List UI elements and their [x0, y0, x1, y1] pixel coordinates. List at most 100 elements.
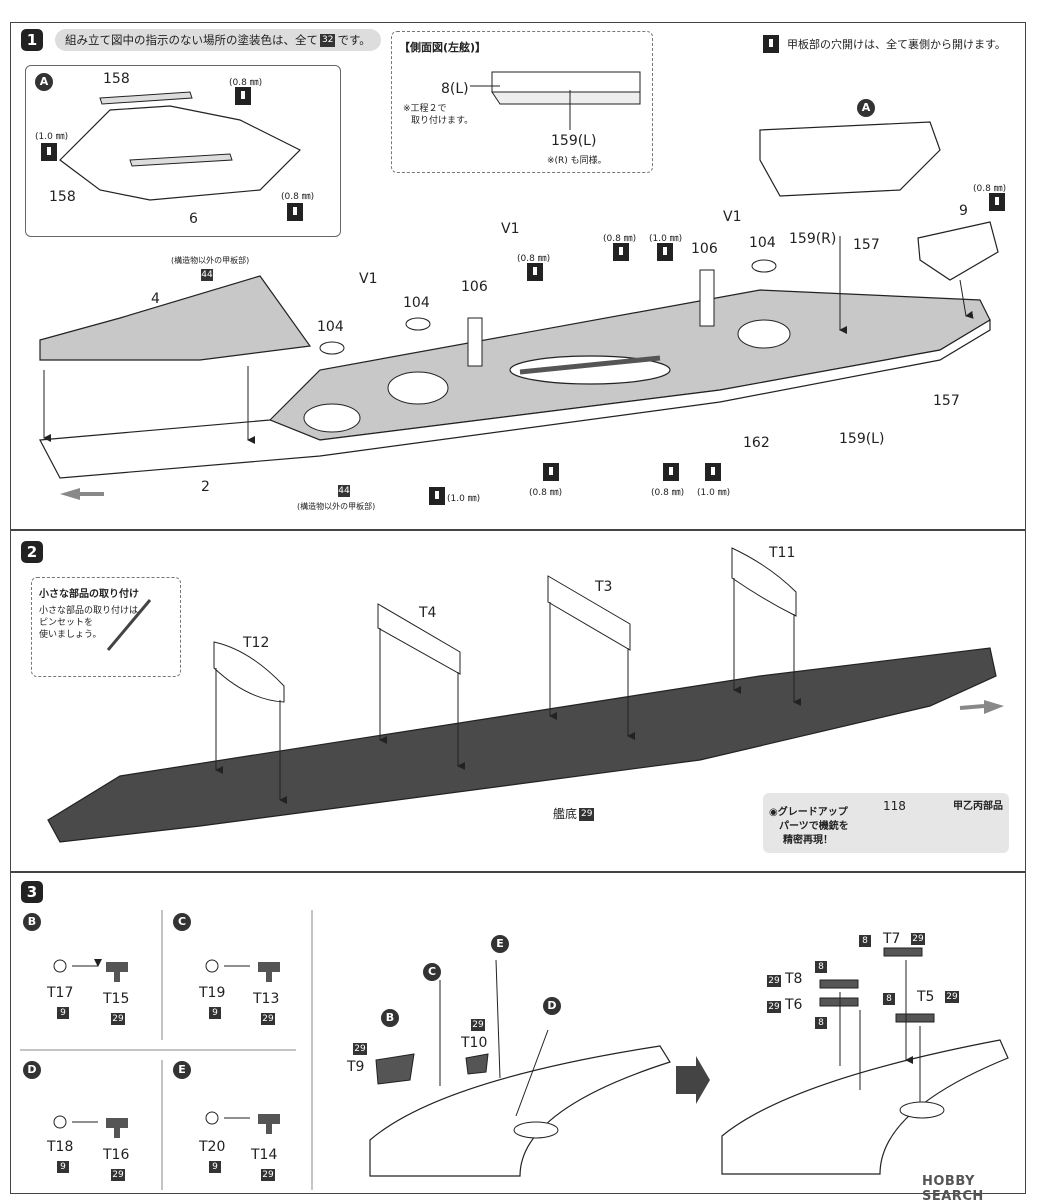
- sub-d-from-color: 9: [57, 1161, 69, 1173]
- label-106-b: 106: [691, 241, 718, 257]
- drill-note: 甲板部の穴開けは、全て裏側から開けます。: [787, 38, 1006, 51]
- label-104-a: 104: [317, 319, 344, 335]
- sub-d-to: T16: [103, 1147, 130, 1163]
- asm-t8-c1: 29: [767, 975, 781, 987]
- instruction-color-code: 32: [320, 34, 336, 47]
- side-view-part-159l: 159(L): [551, 133, 597, 149]
- sub-b-letter: B: [23, 913, 41, 931]
- label-104-b: 104: [403, 295, 430, 311]
- box-a-drill-1: [235, 87, 251, 105]
- side-view-note-2: 取り付けます。: [411, 116, 474, 126]
- part-4: 4: [151, 291, 160, 307]
- sub-d-to-color: 29: [111, 1169, 125, 1181]
- asm-c: C: [423, 963, 441, 981]
- drill-9: [989, 193, 1005, 211]
- label-v1-b: V1: [501, 221, 520, 237]
- side-view-part-8l: 8(L): [441, 81, 469, 97]
- drill-lower-2: [543, 463, 559, 481]
- box-a-letter: A: [35, 73, 53, 91]
- asm-t5-c1: 8: [883, 993, 895, 1005]
- asm-d: D: [543, 997, 561, 1015]
- sub-b-to-color: 29: [111, 1013, 125, 1025]
- sub-c-to-color: 29: [261, 1013, 275, 1025]
- tip-body-1: 小さな部品の取り付けは: [39, 606, 139, 616]
- dia-10-c: (1.0 ㎜): [697, 488, 731, 498]
- box-a-part-158-top: 158: [103, 71, 130, 87]
- step3-panel: 3 B T17 9 T15 29 C T19 9 T13 29 D T18 9 …: [10, 872, 1026, 1194]
- drill-lower-4: [705, 463, 721, 481]
- step2-panel: 2 小さな部品の取り付け 小さな部品の取り付けは ピンセットを 使いましょう。 …: [10, 530, 1026, 872]
- box-a-part-6: 6: [189, 211, 198, 227]
- label-106-a: 106: [461, 279, 488, 295]
- part-t3: T3: [595, 579, 613, 595]
- asm-t7-c1: 8: [859, 935, 871, 947]
- dia-10-a: (1.0 ㎜): [649, 234, 683, 244]
- sub-e-letter: E: [173, 1061, 191, 1079]
- drill-icon: [763, 35, 779, 53]
- sub-b-to: T15: [103, 991, 130, 1007]
- sub-c-from: T19: [199, 985, 226, 1001]
- dia-08-d: (0.8 ㎜): [529, 488, 563, 498]
- step1-number: 1: [21, 29, 43, 51]
- asm-t8-c2: 8: [815, 961, 827, 973]
- hull-color: 29: [579, 808, 595, 821]
- asm-b: B: [381, 1009, 399, 1027]
- side-view-box: [391, 31, 653, 173]
- tip-title: 小さな部品の取り付け: [39, 589, 139, 600]
- asm-t9: T9: [347, 1059, 365, 1075]
- tip-body-3: 使いましょう。: [39, 630, 102, 640]
- drill-lower-1: [429, 487, 445, 505]
- asm-t5: T5: [917, 989, 935, 1005]
- dia-08-e: (0.8 ㎜): [651, 488, 685, 498]
- box-a: [25, 65, 341, 237]
- label-104-c: 104: [749, 235, 776, 251]
- step3-number: 3: [21, 881, 43, 903]
- deck-note-top: (構造物以外の甲板部): [171, 256, 250, 265]
- asm-t6: T6: [785, 997, 803, 1013]
- instruction-end: です。: [337, 33, 371, 47]
- upgrade-part: 118: [883, 799, 906, 813]
- side-view-note-1: ※工程２で: [403, 104, 447, 114]
- dia-08-a: (0.8 ㎜): [973, 184, 1007, 194]
- label-9: 9: [959, 203, 968, 219]
- sub-c-from-color: 9: [209, 1007, 221, 1019]
- dia-10-b: (1.0 ㎜): [447, 494, 481, 504]
- asm-e: E: [491, 935, 509, 953]
- tip-body-2: ピンセットを: [39, 618, 94, 628]
- drill-upper-3: [657, 243, 673, 261]
- label-159r: 159(R): [789, 231, 837, 247]
- part-t11: T11: [769, 545, 796, 561]
- sub-d-from: T18: [47, 1139, 74, 1155]
- label-a-right: A: [857, 99, 875, 117]
- box-a-drill-3: [287, 203, 303, 221]
- label-157-b: 157: [933, 393, 960, 409]
- deck-color-top: 44: [201, 269, 213, 281]
- label-162: 162: [743, 435, 770, 451]
- asm-t8: T8: [785, 971, 803, 987]
- box-a-drill-2: [41, 143, 57, 161]
- asm-t7: T7: [883, 931, 901, 947]
- hull-label-text: 艦底: [553, 807, 578, 821]
- label-v1-c: V1: [723, 209, 742, 225]
- asm-t6-c1: 29: [767, 1001, 781, 1013]
- upgrade-text-2: パーツで機銃を: [779, 821, 849, 832]
- label-159l: 159(L): [839, 431, 885, 447]
- side-view-note-bottom: ※(R) も同様。: [547, 156, 607, 166]
- box-a-dia-1: (0.8 ㎜): [229, 78, 263, 88]
- sub-e-to-color: 29: [261, 1169, 275, 1181]
- box-a-dia-3: (0.8 ㎜): [281, 192, 315, 202]
- part-t4: T4: [419, 605, 437, 621]
- label-157-a: 157: [853, 237, 880, 253]
- upgrade-target: 甲乙丙部品: [953, 801, 1003, 812]
- part-2: 2: [201, 479, 210, 495]
- asm-t7-c2: 29: [911, 933, 925, 945]
- side-view-title: 【側面図(左舷)】: [399, 41, 487, 54]
- drill-upper-2: [613, 243, 629, 261]
- box-a-dia-2: (1.0 ㎜): [35, 132, 69, 142]
- sub-e-from: T20: [199, 1139, 226, 1155]
- part-t12: T12: [243, 635, 270, 651]
- step2-number: 2: [21, 541, 43, 563]
- sub-b-from-color: 9: [57, 1007, 69, 1019]
